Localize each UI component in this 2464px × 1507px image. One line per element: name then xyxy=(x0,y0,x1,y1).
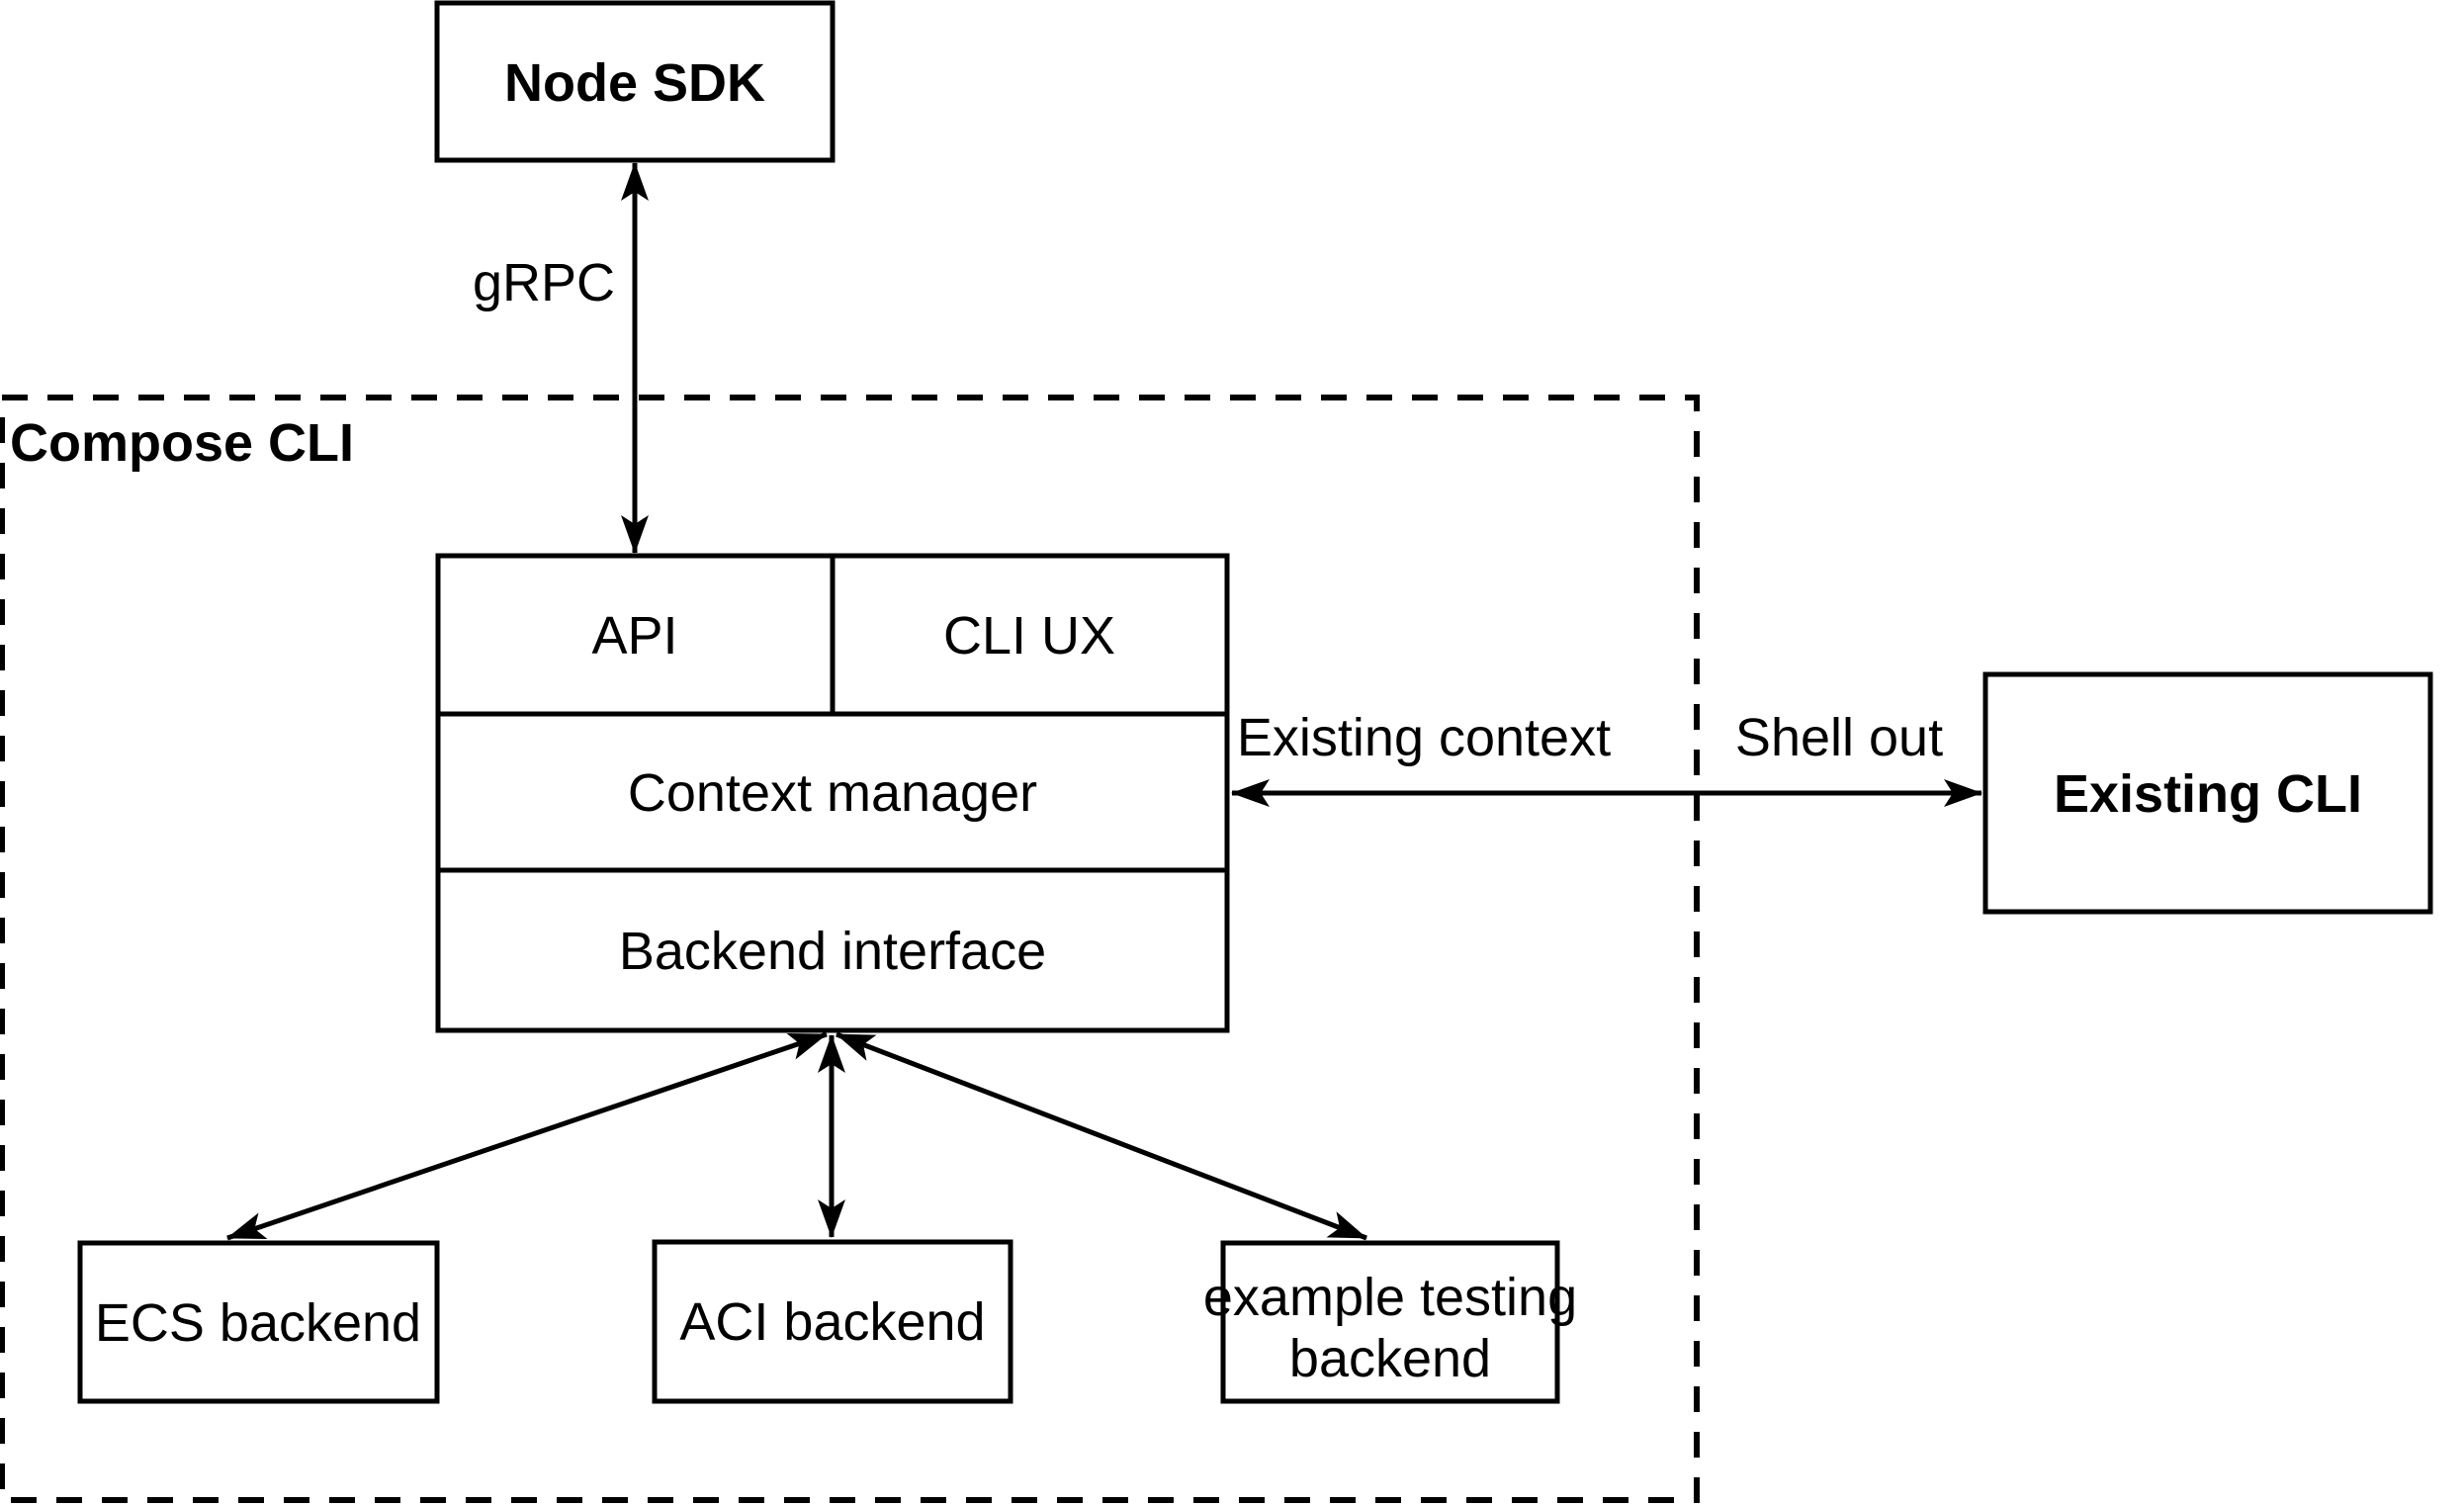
node-sdk-box xyxy=(434,0,836,163)
existing-context-label: Existing context xyxy=(1237,708,1611,767)
example-backend-label-line1: example testing xyxy=(1203,1268,1577,1327)
example-backend-box xyxy=(1220,1240,1560,1404)
grpc-label: gRPC xyxy=(473,253,615,312)
example-backend-arrow xyxy=(836,1031,1367,1241)
aci-backend-box xyxy=(652,1239,1013,1404)
aci-backend-label: ACI backend xyxy=(679,1292,985,1352)
compose-cli-label: Compose CLI xyxy=(10,413,354,473)
shell-out-label: Shell out xyxy=(1735,708,1943,767)
node-sdk-label: Node SDK xyxy=(504,53,765,113)
ecs-backend-arrow xyxy=(226,1031,828,1241)
existing-cli-box xyxy=(1982,671,2433,915)
ecs-backend-box xyxy=(77,1240,440,1404)
backend-interface-label: Backend interface xyxy=(619,922,1046,981)
ecs-backend-label: ECS backend xyxy=(95,1293,421,1353)
api-label: API xyxy=(591,606,677,665)
context-manager-label: Context manager xyxy=(628,763,1037,823)
cli-ux-label: CLI UX xyxy=(943,606,1115,665)
compose-cli-container xyxy=(0,395,1700,1503)
existing-cli-label: Existing CLI xyxy=(2054,764,2362,824)
example-backend-label-line2: backend xyxy=(1289,1329,1491,1388)
